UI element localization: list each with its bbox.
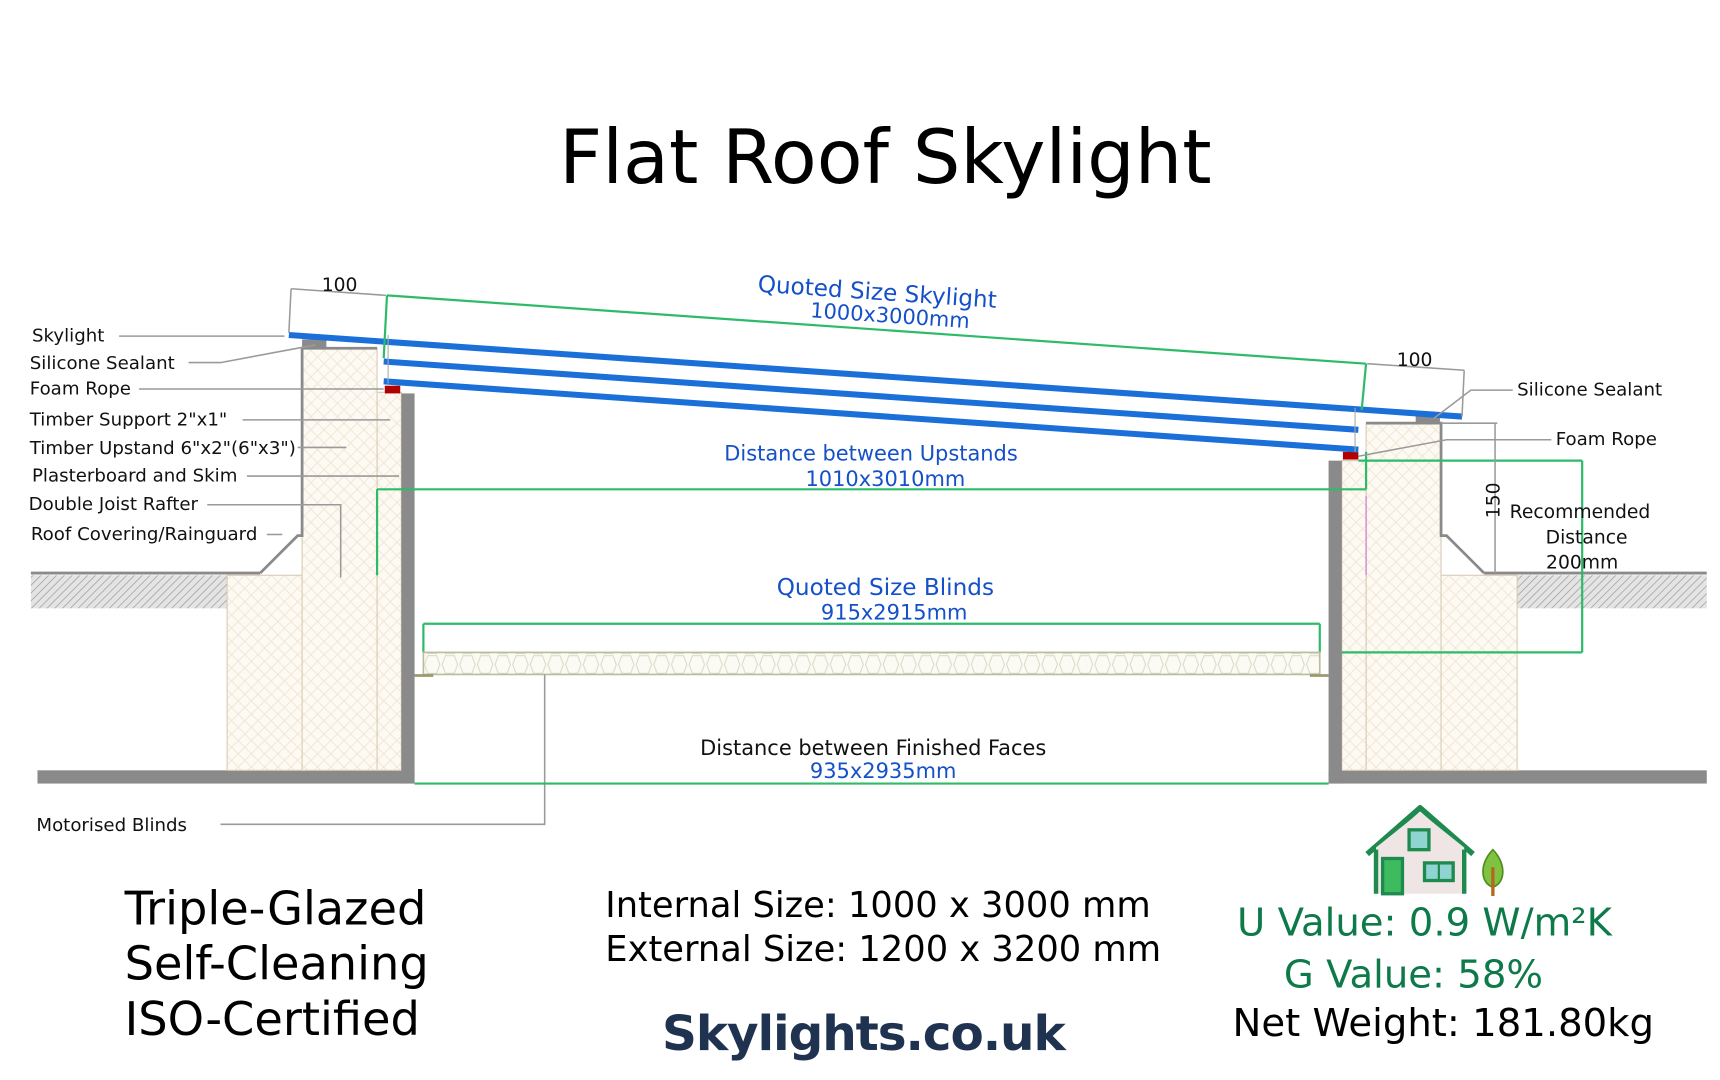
dimension-right-overhang: 100 [1367,350,1465,417]
label-timber-support: Timber Support 2"x1" [29,409,228,430]
label-foam-rope: Foam Rope [30,379,131,400]
ceiling-left [37,770,415,784]
label-skylight: Skylight [32,326,104,347]
label-silicone-sealant-right: Silicone Sealant [1517,380,1662,401]
eco-house-icon [1365,805,1504,896]
right-upstand [1328,415,1518,784]
svg-text:Distance between Upstands: Distance between Upstands [724,442,1018,466]
label-roof-covering: Roof Covering/Rainguard [31,524,258,545]
label-plasterboard: Plasterboard and Skim [32,466,237,487]
size-info: Internal Size: 1000 x 3000 mm External S… [605,885,1161,970]
label-silicone-sealant: Silicone Sealant [30,353,175,374]
feature-self-cleaning: Self-Cleaning [125,937,429,991]
feature-triple-glazed: Triple-Glazed [124,882,427,936]
dimension-left-overhang: 100 [288,275,386,333]
plasterboard-left [401,393,415,784]
svg-text:Recommended: Recommended [1510,502,1651,523]
motorised-blinds [220,651,1329,826]
svg-text:1010x3010mm: 1010x3010mm [805,467,965,491]
label-timber-upstand: Timber Upstand 6"x2"(6"x3") [29,438,296,459]
dimension-upstands: Distance between Upstands 1010x3010mm [375,442,1368,576]
brand-logo: Skylights.co.uk [662,1006,1067,1062]
dimension-finished-faces: Distance between Finished Faces 935x2935… [414,736,1329,785]
svg-text:Quoted Size Blinds: Quoted Size Blinds [777,575,994,601]
left-callouts: Skylight Silicone Sealant Foam Rope Timb… [29,326,400,836]
net-weight: Net Weight: 181.80kg [1232,1001,1654,1046]
svg-text:Distance: Distance [1546,527,1628,548]
dimension-blinds: Quoted Size Blinds 915x2915mm [422,575,1321,653]
left-upstand [226,339,415,784]
skylight-glazing [288,331,1463,453]
u-value: U Value: 0.9 W/m²K [1237,901,1614,946]
performance-info: U Value: 0.9 W/m²K G Value: 58% Net Weig… [1232,901,1654,1046]
label-motorised-blinds: Motorised Blinds [36,815,187,836]
svg-text:200mm: 200mm [1546,553,1618,574]
foam-rope-right [1342,451,1359,460]
feature-iso-certified: ISO-Certified [125,992,420,1046]
page-title: Flat Roof Skylight [559,113,1212,201]
external-size: External Size: 1200 x 3200 mm [605,929,1161,970]
internal-size: Internal Size: 1000 x 3000 mm [605,885,1150,926]
silicone-sealant-right [1415,415,1440,425]
label-double-joist: Double Joist Rafter [29,494,199,515]
label-foam-rope-right: Foam Rope [1556,429,1657,450]
svg-text:150: 150 [1483,482,1504,518]
silicone-sealant-left [302,339,327,349]
g-value: G Value: 58% [1284,952,1543,997]
svg-text:100: 100 [1397,350,1433,371]
svg-text:915x2915mm: 915x2915mm [821,600,967,624]
svg-text:100: 100 [322,275,358,296]
svg-text:935x2935mm: 935x2935mm [810,759,956,783]
features-list: Triple-Glazed Self-Cleaning ISO-Certifie… [124,882,429,1046]
svg-text:Distance between Finished Face: Distance between Finished Faces [700,736,1046,760]
plasterboard-right [1328,460,1342,784]
dimension-recommended-distance: 150 Recommended Distance 200mm [1341,422,1651,654]
right-callouts: Silicone Sealant Foam Rope [1358,380,1662,458]
foam-rope-left [384,385,401,394]
ceiling-right [1328,770,1707,784]
